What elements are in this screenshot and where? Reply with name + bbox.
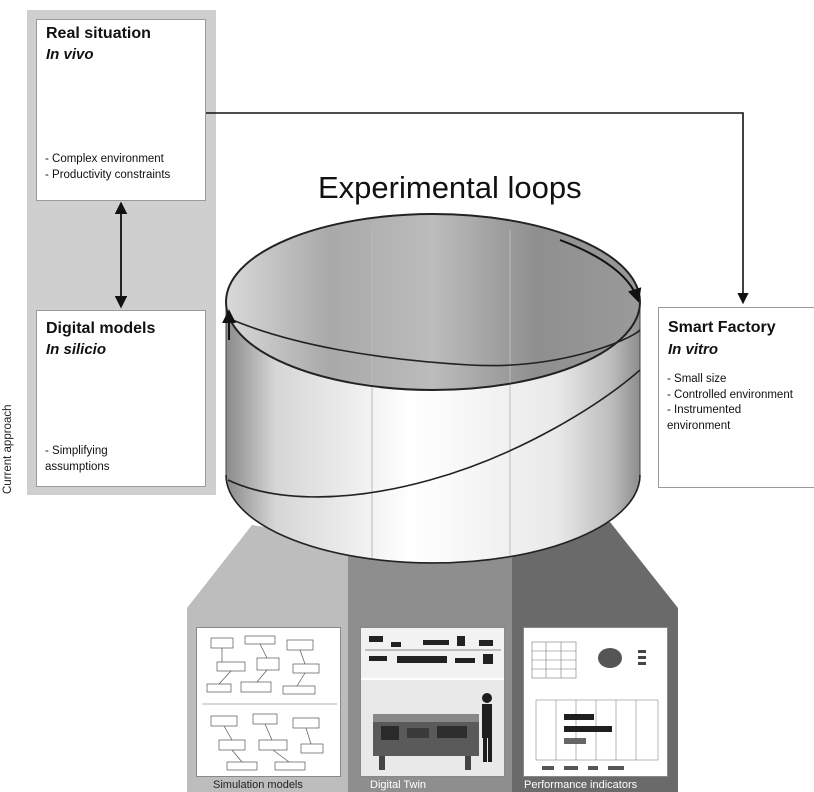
simulation-models-caption: Simulation models: [213, 779, 303, 791]
current-approach-label: Current approach: [2, 404, 14, 495]
smart-factory-box: Smart Factory In vitro - Small size - Co…: [658, 307, 814, 488]
performance-charts-image: [531, 641, 659, 770]
simulation-flowchart-image: [202, 635, 337, 771]
performance-indicators-caption: Performance indicators: [524, 779, 638, 791]
list-item: environment: [667, 419, 731, 432]
experimental-loops-title: Experimental loops: [318, 170, 582, 205]
list-item: - Complex environment: [45, 153, 164, 165]
list-item: assumptions: [45, 460, 110, 473]
real-situation-list: - Complex environment - Productivity con…: [45, 152, 170, 183]
list-item: - Small size: [667, 373, 727, 385]
digital-twin-image: [361, 628, 504, 776]
smart-factory-list: - Small size - Controlled environment - …: [667, 372, 793, 434]
list-item: - Controlled environment: [667, 388, 793, 401]
performance-indicators-thumbnail: [523, 627, 668, 777]
arrow-vivo-to-vitro: [206, 112, 749, 305]
simulation-models-thumbnail: [196, 627, 341, 777]
smart-factory-subtitle: In vitro: [668, 341, 719, 358]
digital-models-subtitle: In silicio: [46, 341, 107, 358]
smart-factory-title: Smart Factory: [668, 319, 776, 336]
digital-twin-caption: Digital Twin: [370, 779, 427, 791]
real-situation-title: Real situation: [46, 25, 151, 42]
digital-twin-thumbnail: [360, 627, 505, 777]
digital-models-box: Digital models In silicio - Simplifying …: [36, 310, 206, 487]
loop-diagonal-curve-lower: [227, 369, 641, 498]
real-situation-box: Real situation In vivo - Complex environ…: [36, 19, 206, 201]
loop-arrow-right: [559, 239, 642, 303]
digital-models-list: - Simplifying assumptions: [45, 444, 110, 475]
real-situation-subtitle: In vivo: [46, 46, 94, 63]
list-item: - Simplifying: [45, 445, 108, 457]
cylinder-inner-wall: [226, 214, 640, 390]
cylinder-bottom-rim: [225, 474, 641, 564]
digital-models-title: Digital models: [46, 320, 156, 337]
list-item: - Productivity constraints: [45, 168, 171, 181]
list-item: - Instrumented: [667, 404, 742, 416]
loop-diagonal-curve: [227, 317, 641, 367]
